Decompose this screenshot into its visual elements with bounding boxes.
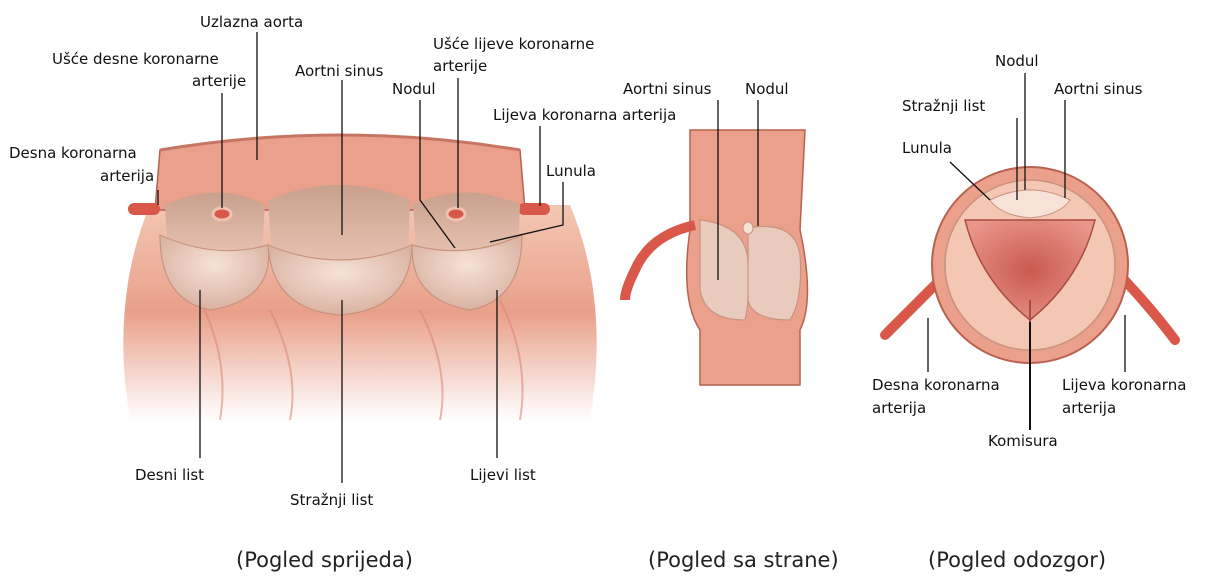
label-nodule-top: Nodul bbox=[995, 52, 1039, 71]
front-view-drawing bbox=[123, 135, 596, 420]
label-posterior-leaflet-top: Stražnji list bbox=[902, 97, 985, 116]
label-right-coronary-top-line1: Desna koronarna bbox=[872, 376, 1000, 395]
label-left-coronary-front: Lijeva koronarna arterija bbox=[493, 106, 676, 125]
label-left-ostium-line1: Ušće lijeve koronarne bbox=[433, 35, 594, 54]
label-lunula-front: Lunula bbox=[546, 162, 596, 181]
label-aortic-sinus-top: Aortni sinus bbox=[1054, 80, 1142, 99]
right-ostium bbox=[213, 208, 231, 220]
label-nodule-front: Nodul bbox=[392, 80, 436, 99]
label-lunula-top: Lunula bbox=[902, 139, 952, 158]
side-view-drawing bbox=[625, 130, 808, 385]
label-posterior-leaflet-front: Stražnji list bbox=[290, 491, 373, 510]
label-right-ostium-line2: arterije bbox=[192, 72, 246, 91]
label-aortic-sinus-front: Aortni sinus bbox=[295, 62, 383, 81]
left-coronary-artery-stub bbox=[518, 203, 550, 215]
side-leaflet-right bbox=[748, 227, 801, 320]
label-right-ostium-line1: Ušće desne koronarne bbox=[52, 50, 219, 69]
left-ostium bbox=[447, 208, 465, 220]
label-aortic-sinus-side: Aortni sinus bbox=[623, 80, 711, 99]
label-right-coronary-front-line2: arterija bbox=[100, 167, 154, 186]
caption-top-view: (Pogled odozgor) bbox=[928, 547, 1106, 573]
label-left-leaflet: Lijevi list bbox=[470, 466, 536, 485]
side-nodule bbox=[743, 222, 753, 234]
label-commissure: Komisura bbox=[988, 432, 1058, 451]
label-right-leaflet: Desni list bbox=[135, 466, 204, 485]
side-artery bbox=[625, 225, 695, 300]
label-nodule-side: Nodul bbox=[745, 80, 789, 99]
label-right-coronary-top-line2: arterija bbox=[872, 399, 926, 418]
right-coronary-artery-stub bbox=[128, 203, 160, 215]
label-right-coronary-front-line1: Desna koronarna bbox=[9, 144, 137, 163]
caption-front-view: (Pogled sprijeda) bbox=[236, 547, 413, 573]
label-left-ostium-line2: arterije bbox=[433, 57, 487, 76]
label-ascending-aorta: Uzlazna aorta bbox=[200, 13, 303, 32]
label-left-coronary-top-line2: arterija bbox=[1062, 399, 1116, 418]
caption-side-view: (Pogled sa strane) bbox=[648, 547, 839, 573]
label-left-coronary-top-line1: Lijeva koronarna bbox=[1062, 376, 1186, 395]
